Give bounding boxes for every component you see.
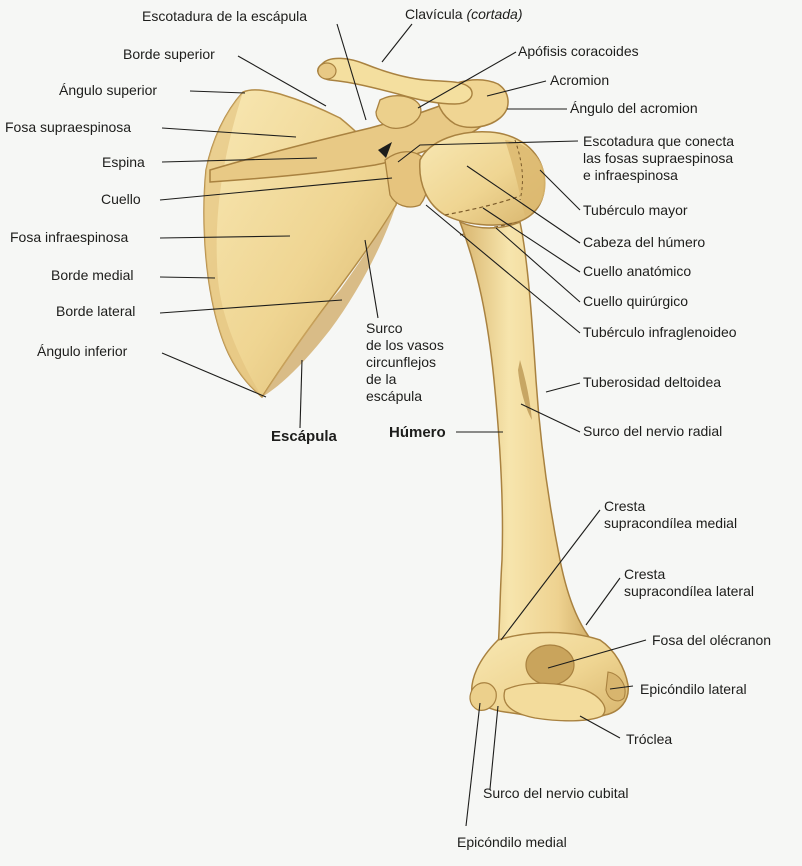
label-angulo-acromion: Ángulo del acromion bbox=[570, 100, 698, 116]
label-borde-superior: Borde superior bbox=[123, 46, 215, 62]
label-clavicula-note: (cortada) bbox=[466, 6, 523, 22]
label-escotadura-escapula: Escotadura de la escápula bbox=[142, 8, 307, 24]
label-fosa-infraespinosa: Fosa infraespinosa bbox=[10, 229, 129, 245]
label-espina: Espina bbox=[102, 154, 145, 170]
label-epicondilo-medial: Epicóndilo medial bbox=[457, 834, 567, 850]
label-borde-medial: Borde medial bbox=[51, 267, 134, 283]
label-epicondilo-lateral: Epicóndilo lateral bbox=[640, 681, 747, 697]
coracoid-shape bbox=[375, 95, 422, 129]
label-cuello-quirurgico: Cuello quirúrgico bbox=[583, 293, 689, 309]
label-tuberosidad-deltoidea: Tuberosidad deltoidea bbox=[583, 374, 722, 390]
label-humero: Húmero bbox=[389, 424, 446, 441]
label-angulo-inferior: Ángulo inferior bbox=[37, 343, 128, 359]
label-clavicula: Clavícula (cortada) bbox=[405, 6, 523, 23]
label-borde-lateral: Borde lateral bbox=[56, 303, 136, 319]
label-surco-nervio-cubital: Surco del nervio cubital bbox=[483, 785, 629, 801]
label-cuello: Cuello bbox=[101, 191, 141, 207]
label-tuberculo-mayor: Tubérculo mayor bbox=[583, 202, 688, 218]
label-cresta-supracondilea-medial: Cresta supracondílea medial bbox=[604, 498, 738, 531]
label-acromion: Acromion bbox=[550, 72, 610, 88]
label-cuello-anatomico: Cuello anatómico bbox=[583, 263, 692, 279]
label-cabeza-humero: Cabeza del húmero bbox=[583, 234, 706, 250]
label-escotadura-conecta: Escotadura que conecta las fosas supraes… bbox=[583, 133, 734, 183]
label-surco-nervio-radial: Surco del nervio radial bbox=[583, 423, 723, 439]
label-escapula: Escápula bbox=[271, 428, 337, 445]
clavicle-shape bbox=[317, 57, 473, 105]
leader-lines bbox=[159, 23, 647, 827]
label-angulo-superior: Ángulo superior bbox=[59, 82, 158, 98]
label-apofisis-coracoides: Apófisis coracoides bbox=[518, 43, 639, 59]
label-cresta-supracondilea-lateral: Cresta supracondílea lateral bbox=[624, 566, 754, 599]
label-fosa-olecranon: Fosa del olécranon bbox=[652, 632, 772, 648]
label-tuberculo-infraglenoideo: Tubérculo infraglenoideo bbox=[583, 324, 737, 340]
humeral-shaft-shape bbox=[458, 220, 602, 651]
label-troclea: Tróclea bbox=[626, 731, 673, 747]
label-fosa-supraespinosa: Fosa supraespinosa bbox=[5, 119, 132, 135]
label-clavicula-name: Clavícula bbox=[405, 6, 463, 22]
label-surco-vasos-circunflejos: Surco de los vasos circunflejos de la es… bbox=[366, 320, 444, 404]
